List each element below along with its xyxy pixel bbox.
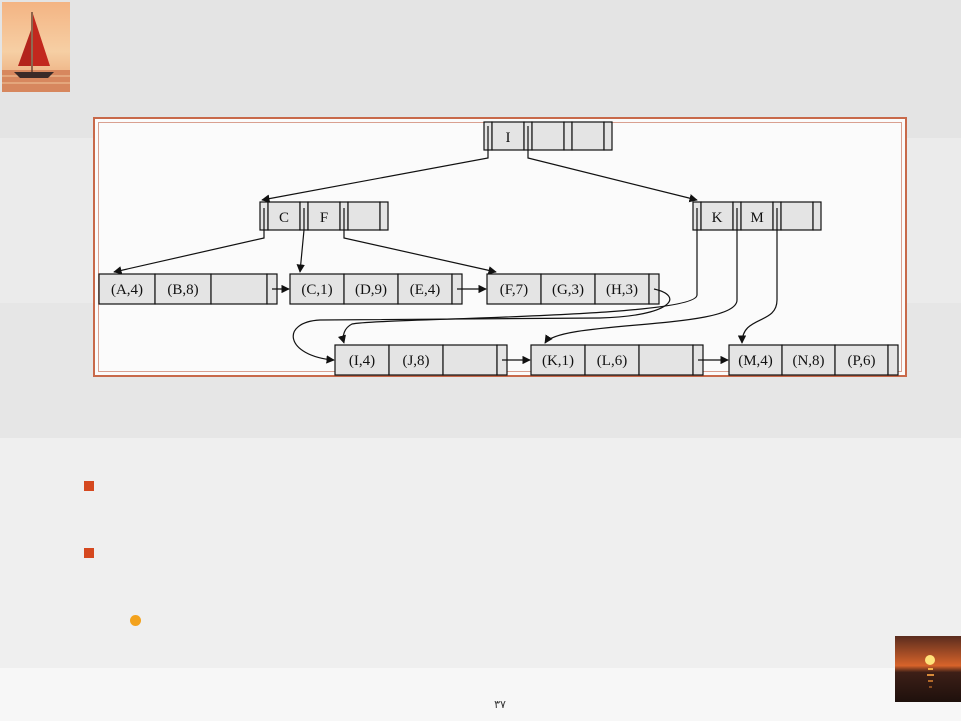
leaf-record: (L,6) bbox=[597, 353, 627, 369]
leaf-node-2: (C,1) (D,9) (E,4) bbox=[290, 274, 462, 304]
leaf-node-6: (M,4) (N,8) (P,6) bbox=[729, 345, 898, 375]
leaf-record: (F,7) bbox=[500, 282, 528, 298]
bullet-marker-1 bbox=[84, 481, 94, 491]
node-key: K bbox=[712, 210, 723, 226]
leaf-record: (I,4) bbox=[349, 353, 375, 369]
root-to-left-pointer bbox=[262, 126, 488, 200]
sub-bullet-marker bbox=[130, 615, 141, 626]
leaf-node-1: (A,4) (B,8) bbox=[99, 274, 277, 304]
node-key: I bbox=[506, 130, 511, 146]
leaf-node-3: (F,7) (G,3) (H,3) bbox=[487, 274, 659, 304]
leaf-node-4: (I,4) (J,8) bbox=[335, 345, 507, 375]
root-node: I bbox=[484, 122, 612, 150]
leaf-record: (B,8) bbox=[167, 282, 198, 298]
node-key: M bbox=[750, 210, 763, 226]
pointer-to-leaf-1 bbox=[114, 208, 264, 272]
leaf-node-5: (K,1) (L,6) bbox=[531, 345, 703, 375]
leaf-record: (C,1) bbox=[301, 282, 332, 298]
leaf-record: (A,4) bbox=[111, 282, 143, 298]
leaf-record: (M,4) bbox=[738, 353, 773, 369]
leaf-record: (E,4) bbox=[410, 282, 440, 298]
leaf-record: (N,8) bbox=[792, 353, 824, 369]
node-key: F bbox=[320, 210, 328, 226]
leaf-record: (D,9) bbox=[355, 282, 387, 298]
leaf-record: (J,8) bbox=[402, 353, 429, 369]
node-key: C bbox=[279, 210, 289, 226]
bullet-marker-2 bbox=[84, 548, 94, 558]
page-number: ۳۷ bbox=[480, 698, 520, 711]
sunset-image bbox=[895, 636, 961, 702]
internal-node-2: KM bbox=[693, 202, 821, 230]
leaf-record: (H,3) bbox=[606, 282, 638, 298]
leaf-record: (G,3) bbox=[552, 282, 584, 298]
leaf-record: (P,6) bbox=[848, 353, 876, 369]
internal-node-1: CF bbox=[260, 202, 388, 230]
leaf-record: (K,1) bbox=[542, 353, 574, 369]
